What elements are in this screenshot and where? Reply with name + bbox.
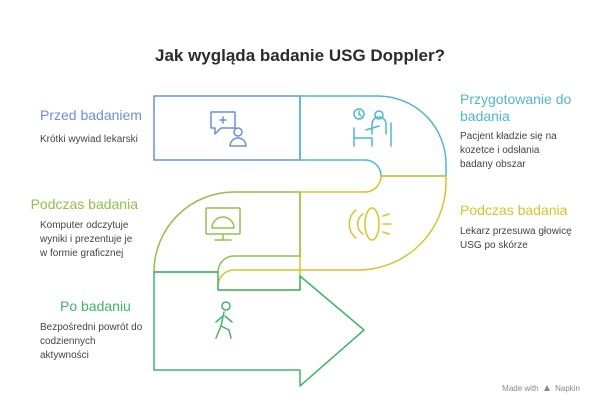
step-2-shape <box>299 95 447 177</box>
step-4-shape <box>153 191 301 273</box>
walking-person-icon <box>215 301 233 339</box>
step-2-title: Przygotowanie do badania <box>460 91 572 124</box>
napkin-logo-icon <box>543 385 550 391</box>
footer-attribution: Made with Napkin <box>502 384 580 393</box>
step-4-title: Podczas badania <box>30 196 138 212</box>
ultrasound-probe-icon <box>348 207 392 241</box>
monitor-icon <box>205 207 241 241</box>
made-with-label: Made with <box>502 384 539 393</box>
step-3-shape <box>217 175 447 291</box>
napkin-brand-label: Napkin <box>555 384 580 393</box>
step-4-description: Komputer odczytuje wyniki i prezentuje j… <box>40 220 133 259</box>
step-3-description: Lekarz przesuwa głowicę USG po skórze <box>460 226 572 251</box>
step-2-description: Pacjent kładzie się na kozetce i odsłani… <box>460 131 557 170</box>
step-1-title: Przed badaniem <box>40 107 142 123</box>
doctor-consultation-icon <box>210 111 247 147</box>
patient-preparation-icon <box>353 108 392 147</box>
page-title: Jak wygląda badanie USG Doppler? <box>154 46 446 65</box>
step-5-title: Po badaniu <box>60 298 131 314</box>
step-1-description: Krótki wywiad lekarski <box>40 134 138 145</box>
step-3-title: Podczas badania <box>460 202 568 218</box>
step-5-description: Bezpośredni powrót do codziennych aktywn… <box>40 322 143 361</box>
step-5-shape <box>153 271 365 387</box>
